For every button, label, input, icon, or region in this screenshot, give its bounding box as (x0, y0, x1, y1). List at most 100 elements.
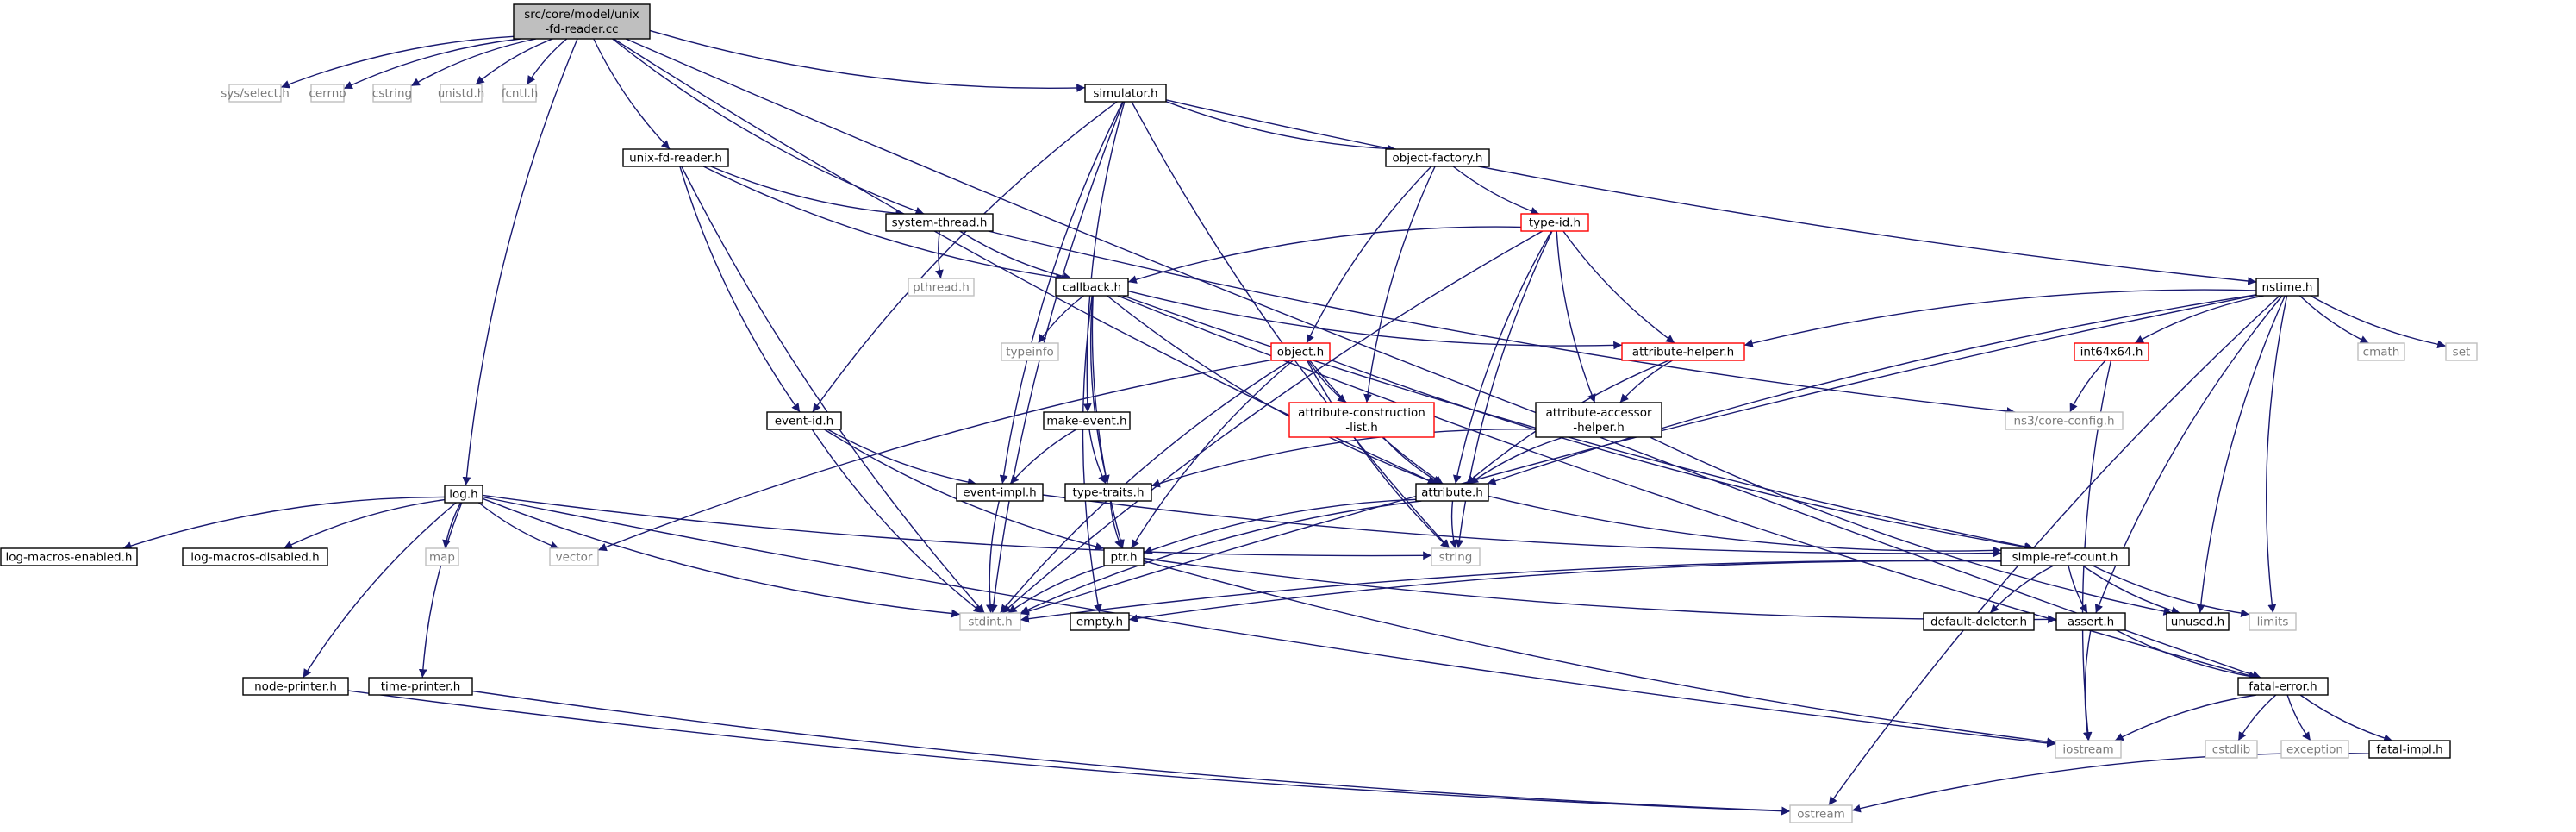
node-log[interactable]: log.h (444, 485, 483, 504)
node-log-macros-enabled[interactable]: log-macros-enabled.h (0, 547, 138, 566)
edge-unix-fd-reader-to-callback (702, 166, 1064, 282)
node-fatal-error[interactable]: fatal-error.h (2237, 677, 2329, 696)
node-box (1064, 483, 1152, 502)
node-box (622, 148, 729, 167)
edge-attribute-helper-to-attr-accessor (1619, 360, 1673, 403)
node-cstring: cstring (372, 84, 412, 103)
edge-system-thread-to-pthread (935, 230, 944, 279)
node-label: object-factory.h (1393, 152, 1483, 166)
edge-log-to-iostream (482, 496, 2056, 748)
edge-nstime-to-stdint (1020, 294, 2257, 616)
edge-root-to-simulator (649, 29, 1086, 92)
node-box (1055, 278, 1129, 297)
node-type-id[interactable]: type-id.h (1520, 213, 1589, 232)
node-stdint: stdint.h (959, 612, 1021, 631)
edge-callback-to-type-traits (1089, 295, 1110, 485)
node-box (1070, 612, 1130, 631)
node-object-factory[interactable]: object-factory.h (1385, 148, 1490, 167)
node-cerrno: cerrno (309, 84, 346, 103)
edge-nstime-to-unused (2196, 295, 2286, 614)
node-label: src/core/model/unix (524, 8, 639, 22)
edge-log-to-vector (478, 502, 559, 550)
edge-nstime-to-attribute-helper (1743, 289, 2257, 347)
node-label: fatal-impl.h (2376, 743, 2442, 757)
node-iostream: iostream (2055, 740, 2122, 759)
node-box (2000, 547, 2130, 566)
node-unix-fd-reader[interactable]: unix-fd-reader.h (622, 148, 729, 167)
edge-assert-to-iostream (2083, 629, 2092, 741)
node-box (1001, 342, 1059, 361)
node-time-printer[interactable]: time-printer.h (368, 677, 473, 696)
node-event-id[interactable]: event-id.h (766, 411, 842, 430)
edge-fatal-error-to-fatal-impl (2299, 694, 2393, 742)
node-attribute[interactable]: attribute.h (1415, 483, 1489, 502)
node-label: empty.h (1076, 616, 1123, 629)
node-label: make-event.h (1046, 415, 1126, 429)
edge-object-factory-to-object (1306, 166, 1432, 344)
edge-unix-fd-reader-to-event-id (679, 166, 801, 413)
node-nstime[interactable]: nstime.h (2255, 278, 2319, 297)
node-simple-ref-count[interactable]: simple-ref-count.h (2000, 547, 2130, 566)
node-box (368, 677, 473, 696)
node-label: string (1439, 551, 1473, 565)
node-box (2368, 740, 2451, 759)
node-box (1043, 411, 1131, 430)
edge-simulator-to-string (1131, 101, 1450, 549)
node-ptr[interactable]: ptr.h (1103, 547, 1145, 566)
node-default-deleter[interactable]: default-deleter.h (1923, 612, 2035, 631)
node-assert[interactable]: assert.h (2055, 612, 2126, 631)
node-label: attribute-accessor (1545, 406, 1652, 420)
node-box (1621, 342, 1745, 361)
node-label: log-macros-disabled.h (190, 551, 319, 565)
node-box (2055, 612, 2126, 631)
edge-callback-to-attribute-helper (1127, 290, 1623, 350)
node-unused[interactable]: unused.h (2166, 612, 2230, 631)
edge-log-to-stdint (482, 497, 961, 618)
node-label: nstime.h (2262, 281, 2313, 295)
edge-time-printer-to-ostream (471, 690, 1791, 816)
node-exception: exception (2280, 740, 2349, 759)
edge-simulator-to-object-factory (1165, 101, 1396, 153)
node-limits: limits (2249, 612, 2297, 631)
node-label: -fd-reader.cc (545, 22, 618, 36)
node-system-thread[interactable]: system-thread.h (885, 213, 994, 232)
node-simulator[interactable]: simulator.h (1084, 84, 1167, 103)
node-callback[interactable]: callback.h (1055, 278, 1129, 297)
node-int64x64[interactable]: int64x64.h (2074, 342, 2149, 361)
edge-type-id-to-string (1455, 230, 1553, 549)
edge-root-to-unistd (475, 38, 553, 85)
node-make-event[interactable]: make-event.h (1043, 411, 1131, 430)
node-attr-construction[interactable]: attribute-construction-list.h (1288, 402, 1435, 438)
node-log-macros-disabled[interactable]: log-macros-disabled.h (182, 547, 328, 566)
edge-attribute-to-stdint (1020, 500, 1422, 614)
node-attribute-helper[interactable]: attribute-helper.h (1621, 342, 1745, 361)
edge-simple-ref-count-to-limits (2092, 565, 2250, 618)
edge-simulator-to-event-id (812, 101, 1118, 413)
node-box (502, 84, 537, 103)
node-string: string (1431, 547, 1481, 566)
edge-event-impl-to-simple-ref-count (1042, 494, 2002, 558)
node-label: -helper.h (1573, 421, 1625, 435)
node-type-traits[interactable]: type-traits.h (1064, 483, 1152, 502)
edge-log-to-node-printer (303, 502, 457, 679)
node-box (766, 411, 842, 430)
edge-make-event-to-type-traits (1088, 429, 1107, 485)
node-unistd: unistd.h (438, 84, 484, 103)
edge-log-to-string (482, 494, 1432, 560)
edge-object-to-attr-construction (1307, 360, 1347, 403)
node-label: -list.h (1345, 421, 1378, 435)
node-event-impl[interactable]: event-impl.h (956, 483, 1044, 502)
node-empty[interactable]: empty.h (1070, 612, 1130, 631)
node-label: typeinfo (1006, 346, 1053, 360)
node-fatal-impl[interactable]: fatal-impl.h (2368, 740, 2451, 759)
node-object[interactable]: object.h (1270, 342, 1331, 361)
node-box (2249, 612, 2297, 631)
edge-attr-accessor-to-type-traits (1151, 428, 1537, 488)
node-attr-accessor[interactable]: attribute-accessor-helper.h (1535, 402, 1662, 438)
node-node-printer[interactable]: node-printer.h (242, 677, 349, 696)
node-vector: vector (549, 547, 599, 566)
node-root[interactable]: src/core/model/unix-fd-reader.cc (513, 3, 651, 40)
edge-root-to-cerrno (343, 38, 521, 90)
edge-simple-ref-count-to-assert (2068, 565, 2088, 614)
